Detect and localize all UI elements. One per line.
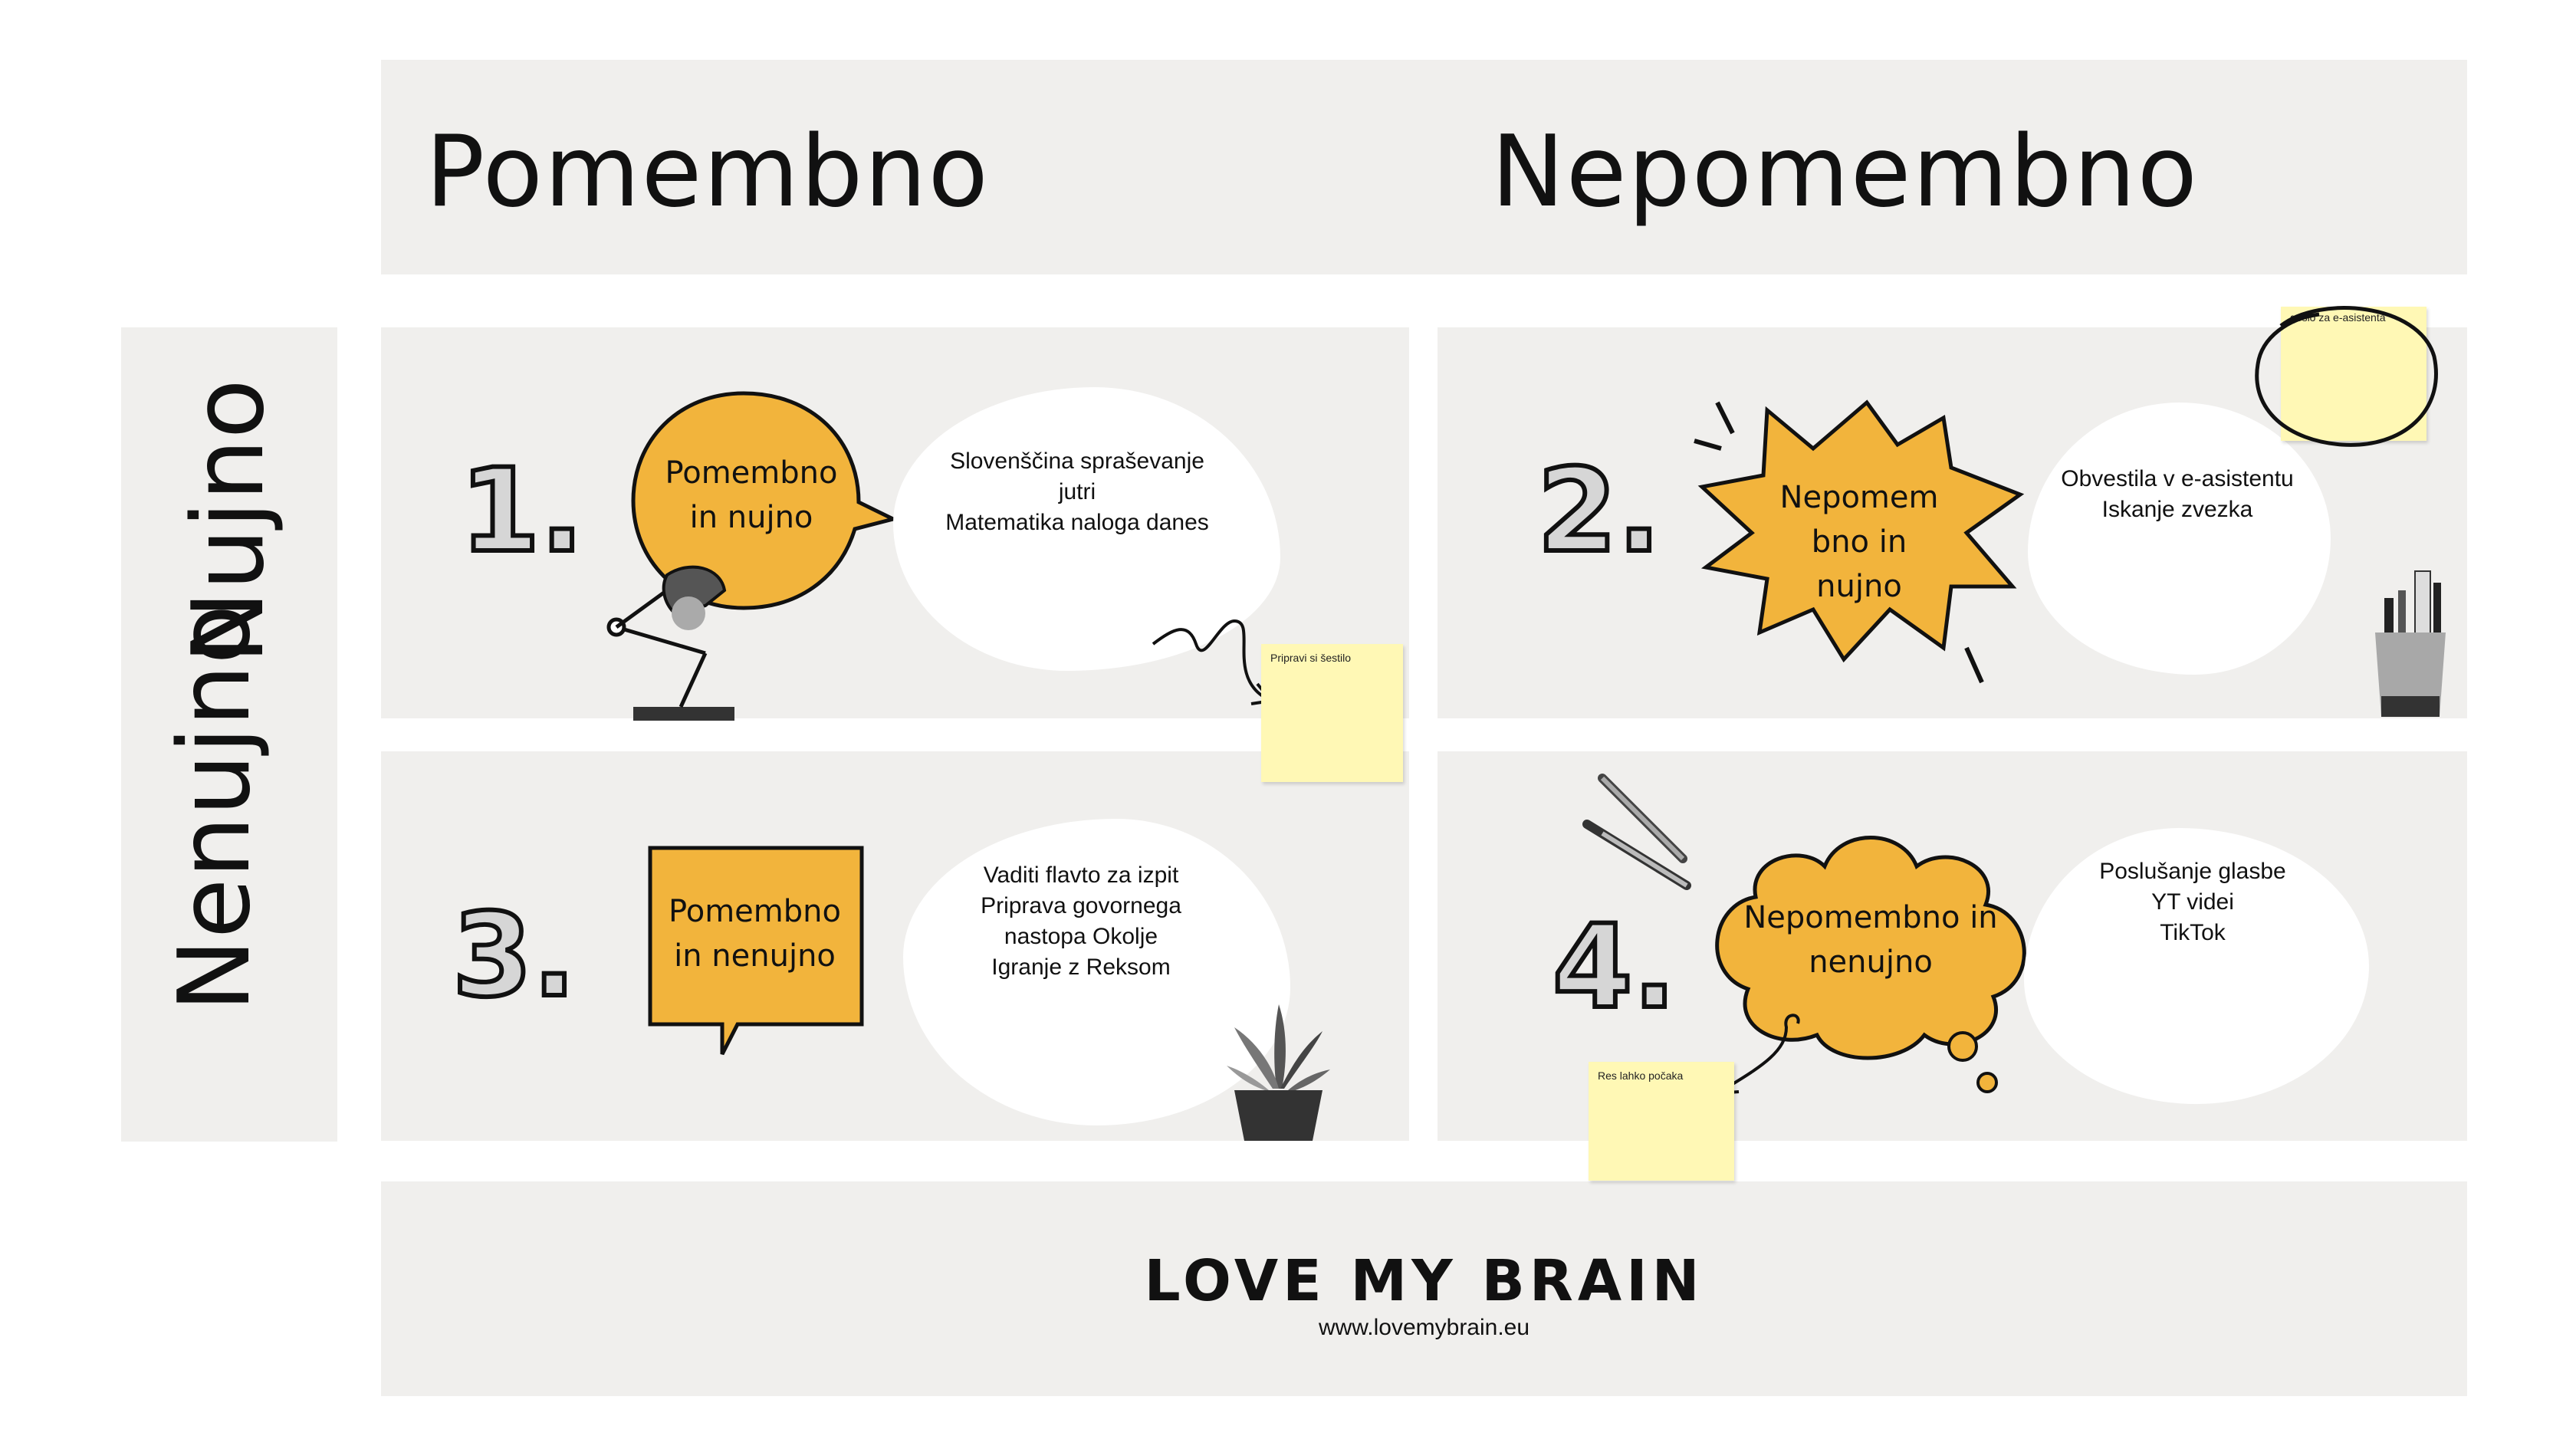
thought-cloud-icon	[1715, 836, 2026, 1093]
quadrant-2-bubble-text: Nepomem bno in nujno	[1779, 480, 1939, 604]
task-item: jutri	[1058, 479, 1096, 504]
task-item: TikTok	[2160, 920, 2226, 945]
footer-bar	[381, 1181, 2467, 1396]
quadrant-1-bubble-text: Pomembno in nujno	[665, 455, 838, 535]
side-bar	[121, 327, 337, 1142]
task-item: Iskanje zvezka	[2101, 497, 2253, 522]
brand-url: www.lovemybrain.eu	[1318, 1315, 1530, 1340]
header-important: Pomembno	[426, 115, 990, 229]
desk-lamp-icon	[606, 565, 734, 721]
quadrant-4-number: 4.	[1550, 899, 1678, 1037]
task-item: Obvestila v e-asistentu	[2061, 466, 2294, 491]
quadrant-3-blob	[903, 819, 1290, 1125]
plant-pot-icon	[1227, 1004, 1330, 1141]
quadrant-1-number: 1.	[458, 442, 586, 580]
quadrant-3-number: 3.	[450, 887, 578, 1025]
quadrant-3-bubble-text: Pomembno in nenujno	[669, 894, 841, 974]
task-item: Igranje z Reksom	[991, 955, 1171, 980]
sticky-note-2[interactable]: geslo za e-asistenta	[2281, 307, 2426, 441]
task-item: Priprava govornega	[981, 893, 1181, 918]
task-item: Vaditi flavto za izpit	[983, 863, 1179, 888]
task-item: nastopa Okolje	[1004, 924, 1158, 949]
side-not-urgent: Nenujno	[158, 604, 272, 1012]
square-speech-bubble-icon	[648, 846, 864, 1056]
pens-icon	[1582, 774, 1691, 890]
quadrant-2-blob	[2028, 402, 2331, 675]
quadrant-4-items: Poslušanje glasbe YT videi TikTok	[2039, 856, 2346, 948]
quadrant-2-items: Obvestila v e-asistentu Iskanje zvezka	[2024, 464, 2331, 525]
quadrant-4-bubble-text: Nepomembno in nenujno	[1743, 900, 1998, 980]
quadrant-1-items: Slovenščina spraševanje jutri Matematika…	[916, 446, 1238, 538]
sticky-note-4[interactable]: Res lahko počaka	[1589, 1062, 1734, 1181]
task-item: YT videi	[2151, 889, 2234, 915]
pencil-cup-icon	[2375, 570, 2446, 717]
circle-scribble-icon	[2255, 306, 2438, 447]
task-item: Slovenščina spraševanje	[950, 449, 1204, 474]
task-item: Matematika naloga danes	[945, 510, 1209, 535]
quadrant-4-blob	[2024, 828, 2369, 1104]
quadrant-1-blob	[893, 387, 1280, 671]
starburst-bubble-icon	[1697, 399, 2025, 663]
sticky-note-1[interactable]: Pripravi si šestilo	[1261, 644, 1403, 782]
brand-logo: LOVE MY BRAIN	[1144, 1248, 1704, 1314]
burst-lines-icon	[1694, 401, 2067, 684]
header-bar	[381, 60, 2467, 274]
task-item: Poslušanje glasbe	[2099, 859, 2286, 884]
quadrant-2-number: 2.	[1535, 442, 1663, 580]
header-unimportant: Nepomembno	[1491, 115, 2199, 229]
quadrant-3-items: Vaditi flavto za izpit Priprava govorneg…	[920, 860, 1242, 983]
speech-bubble-icon	[631, 391, 899, 610]
